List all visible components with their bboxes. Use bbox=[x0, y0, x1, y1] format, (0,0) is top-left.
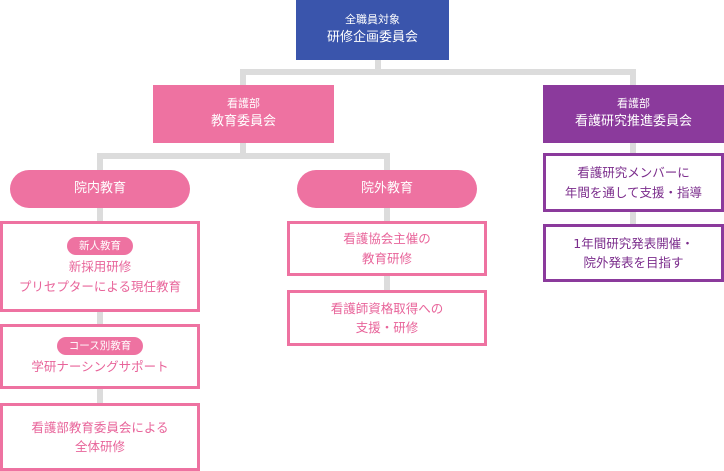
inside-item-new-staff-line1: 新採用研修 bbox=[68, 259, 132, 275]
tag-new-staff: 新人教育 bbox=[67, 237, 133, 256]
committee-all-staff-line1: 全職員対象 bbox=[345, 13, 400, 27]
outside-item-qualification-line1: 看護師資格取得への bbox=[330, 300, 444, 316]
connector-top-horizontal bbox=[240, 69, 636, 75]
inside-item-new-staff-line2: プリセプターによる現任教育 bbox=[18, 278, 182, 294]
connector-outside-2 bbox=[384, 276, 390, 290]
research-item-support-line2: 年間を通して支援・指導 bbox=[564, 184, 703, 200]
inside-item-course: コース別教育 学研ナーシングサポート bbox=[0, 324, 200, 389]
outside-item-qualification: 看護師資格取得への 支援・研修 bbox=[287, 290, 487, 346]
connector-to-inside bbox=[97, 153, 103, 170]
research-item-support: 看護研究メンバーに 年間を通して支援・指導 bbox=[543, 153, 724, 212]
tag-course: コース別教育 bbox=[56, 336, 144, 355]
connector-top-down bbox=[375, 60, 381, 72]
outside-item-qualification-line2: 支援・研修 bbox=[355, 320, 419, 335]
committee-education-line1: 看護部 bbox=[227, 97, 260, 111]
committee-education-line2: 教育委員会 bbox=[210, 114, 276, 130]
research-item-presentation-line1: 1年間研究発表開催・ bbox=[573, 235, 694, 251]
connector-to-research bbox=[630, 69, 636, 85]
committee-research-line2: 看護研究推進委員会 bbox=[574, 114, 692, 130]
connector-inside-3 bbox=[97, 389, 103, 403]
connector-to-outside bbox=[384, 153, 390, 170]
research-item-presentation-line2: 院外発表を目指す bbox=[583, 255, 684, 270]
inside-item-course-line1: 学研ナーシングサポート bbox=[31, 358, 169, 374]
connector-to-edu bbox=[240, 69, 246, 85]
inside-item-all-training: 看護部教育委員会による 全体研修 bbox=[0, 403, 200, 471]
committee-research: 看護部 看護研究推進委員会 bbox=[543, 85, 724, 143]
inside-item-new-staff: 新人教育 新採用研修 プリセプターによる現任教育 bbox=[0, 221, 200, 312]
connector-research-1 bbox=[630, 143, 636, 153]
inside-education-text: 院内教育 bbox=[73, 180, 126, 196]
outside-education-label: 院外教育 bbox=[297, 170, 477, 208]
committee-all-staff-line2: 研修企画委員会 bbox=[326, 30, 418, 46]
research-item-support-line1: 看護研究メンバーに bbox=[577, 165, 690, 181]
connector-outside-1 bbox=[384, 207, 390, 221]
outside-education-text: 院外教育 bbox=[360, 180, 413, 196]
inside-item-all-training-line1: 看護部教育委員会による bbox=[31, 419, 169, 435]
connector-edu-horizontal bbox=[97, 153, 390, 159]
connector-inside-2 bbox=[97, 312, 103, 324]
inside-item-all-training-line2: 全体研修 bbox=[74, 439, 125, 454]
connector-inside-1 bbox=[97, 207, 103, 221]
committee-education: 看護部 教育委員会 bbox=[153, 85, 334, 143]
connector-edu-down bbox=[240, 143, 246, 156]
outside-item-association: 看護協会主催の 教育研修 bbox=[287, 221, 487, 276]
connector-research-2 bbox=[630, 212, 636, 224]
outside-item-association-line1: 看護協会主催の bbox=[343, 231, 431, 247]
committee-all-staff: 全職員対象 研修企画委員会 bbox=[296, 0, 449, 60]
committee-research-line1: 看護部 bbox=[617, 97, 650, 111]
outside-item-association-line2: 教育研修 bbox=[361, 250, 412, 266]
research-item-presentation: 1年間研究発表開催・ 院外発表を目指す bbox=[543, 224, 724, 282]
inside-education-label: 院内教育 bbox=[10, 170, 190, 208]
